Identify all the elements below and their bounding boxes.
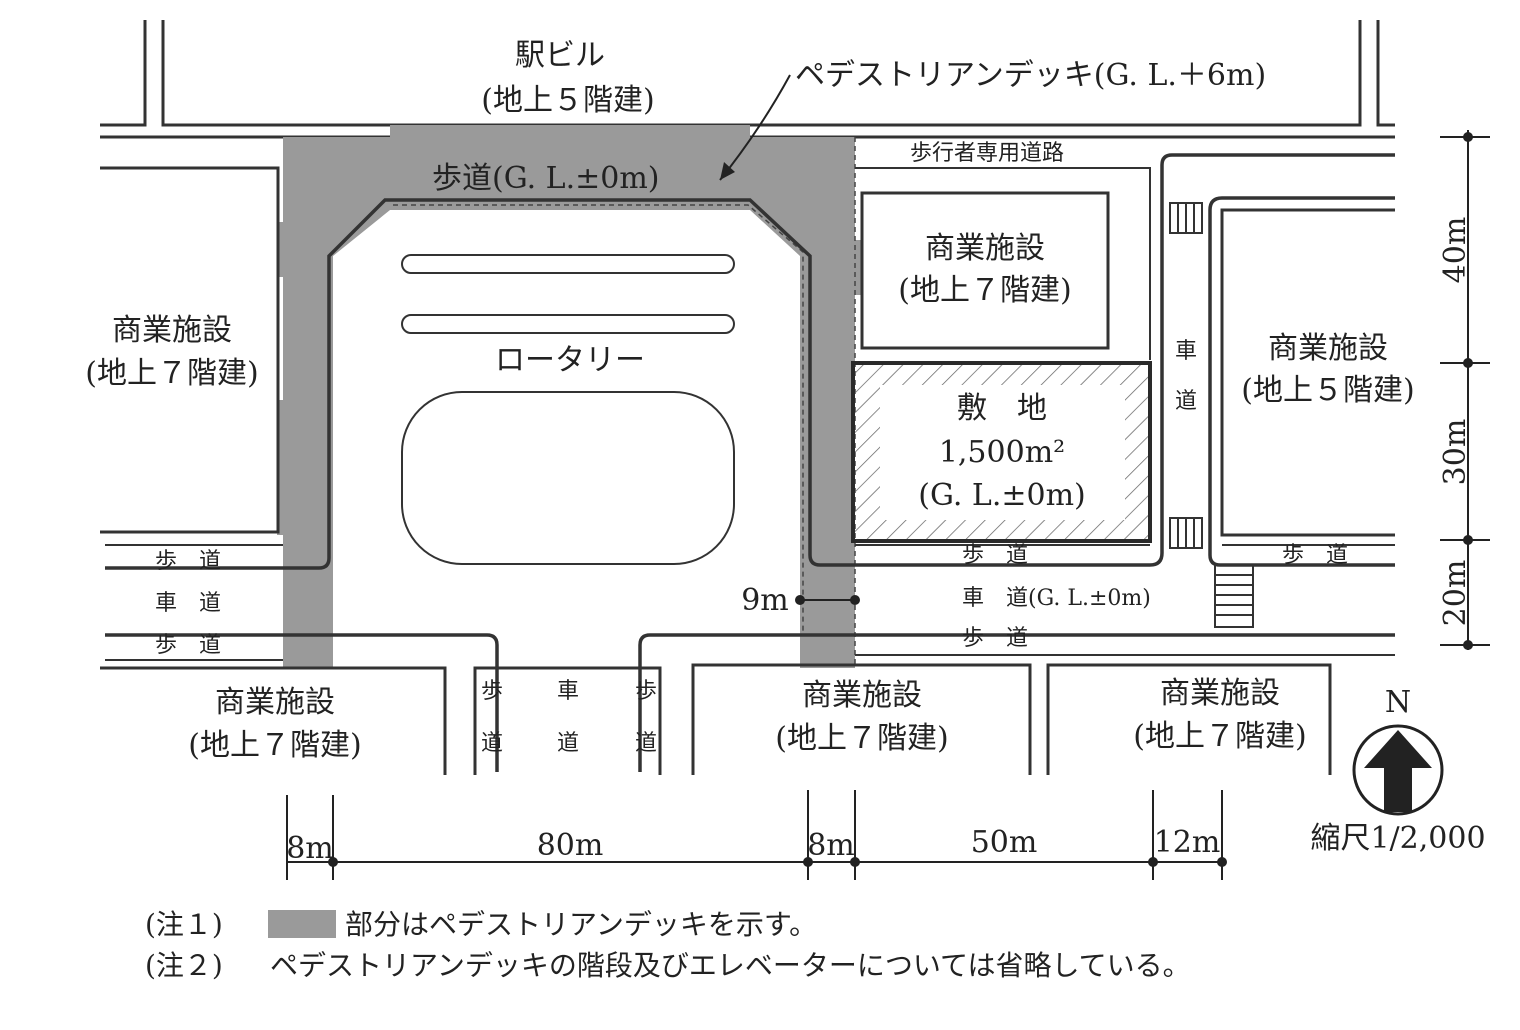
ne-name: 商業施設 xyxy=(925,231,1045,266)
road-lines xyxy=(105,544,1395,661)
ne-floors: (地上７階建) xyxy=(898,273,1071,308)
se-floors: (地上７階建) xyxy=(1133,719,1306,754)
north-arrow-icon xyxy=(1352,724,1444,816)
rotary-label: ロータリー xyxy=(495,343,645,378)
sidewalk-gl-label: 歩道(G. L.±0m) xyxy=(432,161,660,196)
east-floors: (地上５階建) xyxy=(1241,373,1414,408)
sidewalk-curb xyxy=(105,153,1395,570)
site-label-bg xyxy=(880,385,1125,520)
south-ho-left: 歩 xyxy=(481,679,503,704)
deck-strip-north xyxy=(390,125,750,137)
notes: (注１) 部分はペデストリアンデッキを示す。 (注２) ペデストリアンデッキの階… xyxy=(145,908,1191,982)
deck-inner-dashed-edge xyxy=(393,204,804,632)
sw-name: 商業施設 xyxy=(215,685,335,720)
east-hodo-north: 歩 道 xyxy=(962,543,1028,568)
south-sha: 車 xyxy=(557,679,579,704)
west-hodo-north: 歩 道 xyxy=(155,549,221,574)
note1-text: 部分はペデストリアンデッキを示す。 xyxy=(345,908,817,941)
ne-building-block xyxy=(855,167,1151,360)
scale-label: 縮尺1/2,000 xyxy=(1310,821,1485,856)
vert-road-sha: 車 xyxy=(1175,339,1197,364)
west-building xyxy=(100,166,280,534)
dim-9m-label: 9m xyxy=(741,583,789,618)
station-building xyxy=(100,20,1395,127)
note1-prefix: (注１) xyxy=(145,908,223,941)
dim-80m: 80m xyxy=(537,828,604,863)
dim-50m: 50m xyxy=(971,825,1038,860)
dim-8m-right: 8m xyxy=(807,828,855,863)
south-michi-left: 道 xyxy=(481,731,503,756)
east-shado-gl: 車 道(G. L.±0m) xyxy=(962,586,1151,611)
se-name: 商業施設 xyxy=(1160,676,1280,711)
site-title: 敷 地 xyxy=(957,391,1047,426)
dim-20m: 20m xyxy=(1438,560,1473,627)
station-name: 駅ビル xyxy=(515,38,605,73)
station-floors: (地上５階建) xyxy=(481,83,654,118)
sc-name: 商業施設 xyxy=(802,678,922,713)
west-shado: 車 道 xyxy=(155,591,221,616)
site-gl: (G. L.±0m) xyxy=(918,478,1086,513)
south-buildings xyxy=(100,663,1332,775)
deck-pointer-arrowhead xyxy=(720,162,735,180)
note2-prefix: (注２) xyxy=(145,949,223,982)
west-floors: (地上７階建) xyxy=(85,356,258,391)
east-name: 商業施設 xyxy=(1268,331,1388,366)
sidewalk-curb-south xyxy=(105,633,499,772)
ped-road-label: 歩行者専用道路 xyxy=(910,141,1064,166)
pedestrian-deck xyxy=(283,137,855,668)
deck-strip-w2 xyxy=(277,400,283,535)
ne-building xyxy=(860,191,1110,350)
sw-floors: (地上７階建) xyxy=(188,728,361,763)
east-hodo-south: 歩 道 xyxy=(962,626,1028,651)
south-michi-center: 道 xyxy=(557,731,579,756)
east-building xyxy=(1220,208,1395,537)
dim-30m: 30m xyxy=(1438,419,1473,486)
vert-road-michi: 道 xyxy=(1175,389,1197,414)
deck-strip-ne xyxy=(855,240,861,295)
dim-9m xyxy=(795,595,860,605)
west-name: 商業施設 xyxy=(112,313,232,348)
west-hodo-south: 歩 道 xyxy=(155,633,221,658)
deck-strip-w1 xyxy=(277,222,283,277)
deck-legend-swatch xyxy=(268,910,336,938)
south-michi-right: 道 xyxy=(635,731,657,756)
deck-label: ペデストリアンデッキ(G. L.＋6m) xyxy=(795,58,1266,93)
bottom-dimensions xyxy=(286,790,1223,880)
dim-40m: 40m xyxy=(1438,217,1473,284)
crosswalks xyxy=(1169,202,1254,628)
rotary-islands xyxy=(401,254,735,565)
dim-8m-left: 8m xyxy=(286,831,334,866)
dim-12m: 12m xyxy=(1154,825,1221,860)
note2-text: ペデストリアンデッキの階段及びエレベーターについては省略している。 xyxy=(270,949,1191,982)
building-labels: 駅ビル (地上５階建) 商業施設 (地上７階建) 商業施設 (地上７階建) 商業… xyxy=(85,38,1414,763)
feature-labels: ペデストリアンデッキ(G. L.＋6m) 歩道(G. L.±0m) 歩行者専用道… xyxy=(155,58,1486,856)
site-area: 1,500m² xyxy=(939,435,1065,470)
dimension-labels: 8m 80m 8m 50m 12m 9m 40m 30m 20m xyxy=(286,217,1473,866)
sc-floors: (地上７階建) xyxy=(775,721,948,756)
south-ho-right: 歩 xyxy=(635,679,657,704)
north-label: N xyxy=(1385,685,1411,720)
bottom-dim-dots xyxy=(328,857,1227,867)
far-east-hodo: 歩 道 xyxy=(1282,543,1348,568)
sidewalk-curb-south2 xyxy=(638,633,1395,772)
right-dim-dots xyxy=(1463,132,1473,650)
